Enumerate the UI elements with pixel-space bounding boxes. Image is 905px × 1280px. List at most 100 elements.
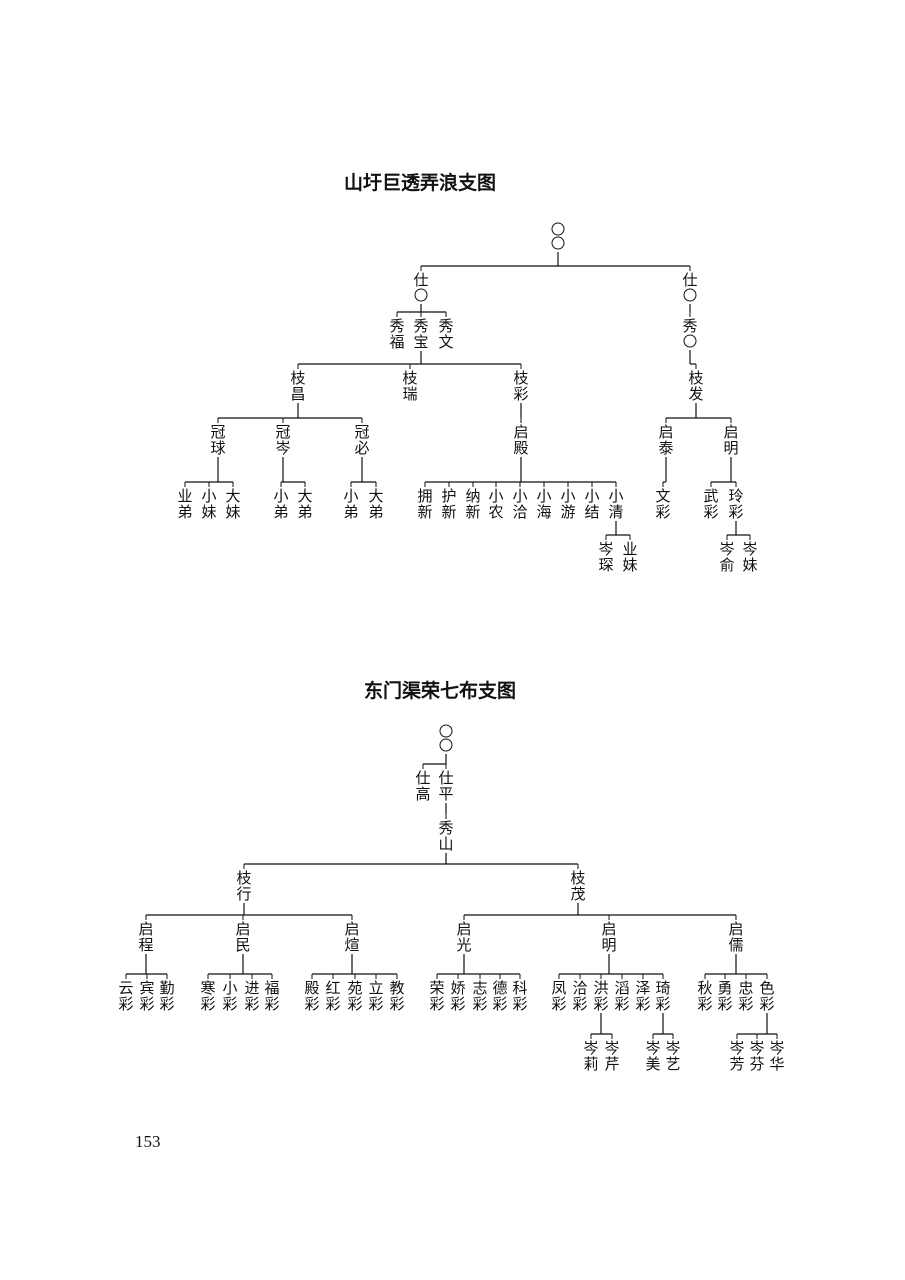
unknown-name-circle [439, 724, 453, 738]
person-name: 启殿 [513, 423, 528, 457]
person-name: 秋彩 [697, 979, 712, 1013]
tree-node: 志彩 [472, 979, 487, 1013]
person-name: 岑美 [645, 1039, 660, 1073]
tree-node: 凤彩 [551, 979, 566, 1013]
person-name: 文彩 [655, 487, 670, 521]
person-name: 枝昌 [290, 369, 305, 403]
tree-node: 小游 [560, 487, 575, 521]
tree-node: 泽彩 [635, 979, 650, 1013]
tree-node: 滔彩 [614, 979, 629, 1013]
person-name: 秀山 [438, 819, 453, 853]
person-name: 秀宝 [413, 317, 428, 351]
tree-node: 小结 [584, 487, 599, 521]
tree-node: 业妹 [622, 540, 637, 574]
tree-node: 岑俞 [719, 540, 734, 574]
person-name: 冠必 [354, 423, 369, 457]
tree-node: 启儒 [728, 920, 743, 954]
tree-node: 冠岑 [275, 423, 290, 457]
person-name: 岑妹 [742, 540, 757, 574]
tree-node: 仕平 [438, 769, 453, 803]
person-name: 秀福 [389, 317, 404, 351]
tree-node: 福彩 [264, 979, 279, 1013]
person-name: 小妹 [201, 487, 216, 521]
person-name: 岑华 [769, 1039, 784, 1073]
tree-node: 启明 [723, 423, 738, 457]
person-name: 仕 [682, 271, 697, 289]
tree-node: 勤彩 [159, 979, 174, 1013]
person-name: 岑琛 [598, 540, 613, 574]
tree-node [439, 724, 453, 752]
tree-node: 岑莉 [583, 1039, 598, 1073]
person-name: 进彩 [244, 979, 259, 1013]
person-name: 岑艺 [665, 1039, 680, 1073]
person-name: 大弟 [368, 487, 383, 521]
tree-node: 荣彩 [429, 979, 444, 1013]
tree-node: 寒彩 [200, 979, 215, 1013]
tree-title-dongmen: 东门渠荣七布支图 [364, 679, 516, 702]
tree-node: 小妹 [201, 487, 216, 521]
person-name: 娇彩 [450, 979, 465, 1013]
tree-node: 岑芳 [729, 1039, 744, 1073]
person-name: 业弟 [177, 487, 192, 521]
tree-node: 大弟 [297, 487, 312, 521]
person-name: 云彩 [118, 979, 133, 1013]
tree-node: 枝行 [236, 869, 251, 903]
person-name: 启煊 [344, 920, 359, 954]
tree-node: 武彩 [703, 487, 718, 521]
tree-node: 启泰 [658, 423, 673, 457]
person-name: 枝行 [236, 869, 251, 903]
person-name: 科彩 [512, 979, 527, 1013]
person-name: 秀 [682, 317, 697, 335]
tree-node: 小彩 [222, 979, 237, 1013]
tree-node: 小弟 [343, 487, 358, 521]
person-name: 洽彩 [572, 979, 587, 1013]
tree-node: 业弟 [177, 487, 192, 521]
person-name: 荣彩 [429, 979, 444, 1013]
person-name: 红彩 [325, 979, 340, 1013]
unknown-name-circle [683, 288, 697, 302]
person-name: 勤彩 [159, 979, 174, 1013]
tree-node: 启明 [601, 920, 616, 954]
tree-node: 冠必 [354, 423, 369, 457]
person-name: 枝彩 [513, 369, 528, 403]
person-name: 泽彩 [635, 979, 650, 1013]
tree-node: 秀福 [389, 317, 404, 351]
person-name: 护新 [441, 487, 456, 521]
tree-node: 勇彩 [717, 979, 732, 1013]
person-name: 岑芬 [749, 1039, 764, 1073]
tree-node: 德彩 [492, 979, 507, 1013]
tree-node: 护新 [441, 487, 456, 521]
person-name: 启明 [601, 920, 616, 954]
person-name: 德彩 [492, 979, 507, 1013]
tree-node: 洽彩 [572, 979, 587, 1013]
tree-node: 琦彩 [655, 979, 670, 1013]
person-name: 启泰 [658, 423, 673, 457]
person-name: 拥新 [417, 487, 432, 521]
person-name: 枝发 [688, 369, 703, 403]
tree-node: 岑美 [645, 1039, 660, 1073]
unknown-name-circle [551, 222, 565, 236]
tree-node: 立彩 [368, 979, 383, 1013]
tree-node: 进彩 [244, 979, 259, 1013]
tree-node: 小清 [608, 487, 623, 521]
tree-dongmen: 仕高仕平秀山枝行枝茂启程启民启煊启光启明启儒云彩宾彩勤彩寒彩小彩进彩福彩殿彩红彩… [118, 724, 785, 1073]
tree-node: 启光 [456, 920, 471, 954]
person-name: 启儒 [728, 920, 743, 954]
person-name: 岑芳 [729, 1039, 744, 1073]
person-name: 冠岑 [275, 423, 290, 457]
person-name: 宾彩 [139, 979, 154, 1013]
person-name: 秀文 [438, 317, 453, 351]
tree-node: 岑妹 [742, 540, 757, 574]
person-name: 启光 [456, 920, 471, 954]
tree-node: 红彩 [325, 979, 340, 1013]
tree-title-shanyu: 山圩巨透弄浪支图 [344, 171, 496, 194]
tree-node: 苑彩 [347, 979, 362, 1013]
tree-node: 殿彩 [304, 979, 319, 1013]
person-name: 启程 [138, 920, 153, 954]
tree-node: 宾彩 [139, 979, 154, 1013]
tree-node: 岑华 [769, 1039, 784, 1073]
tree-node: 启煊 [344, 920, 359, 954]
tree-node: 秀 [682, 317, 698, 348]
person-name: 小结 [584, 487, 599, 521]
tree-node: 枝瑞 [402, 369, 417, 403]
